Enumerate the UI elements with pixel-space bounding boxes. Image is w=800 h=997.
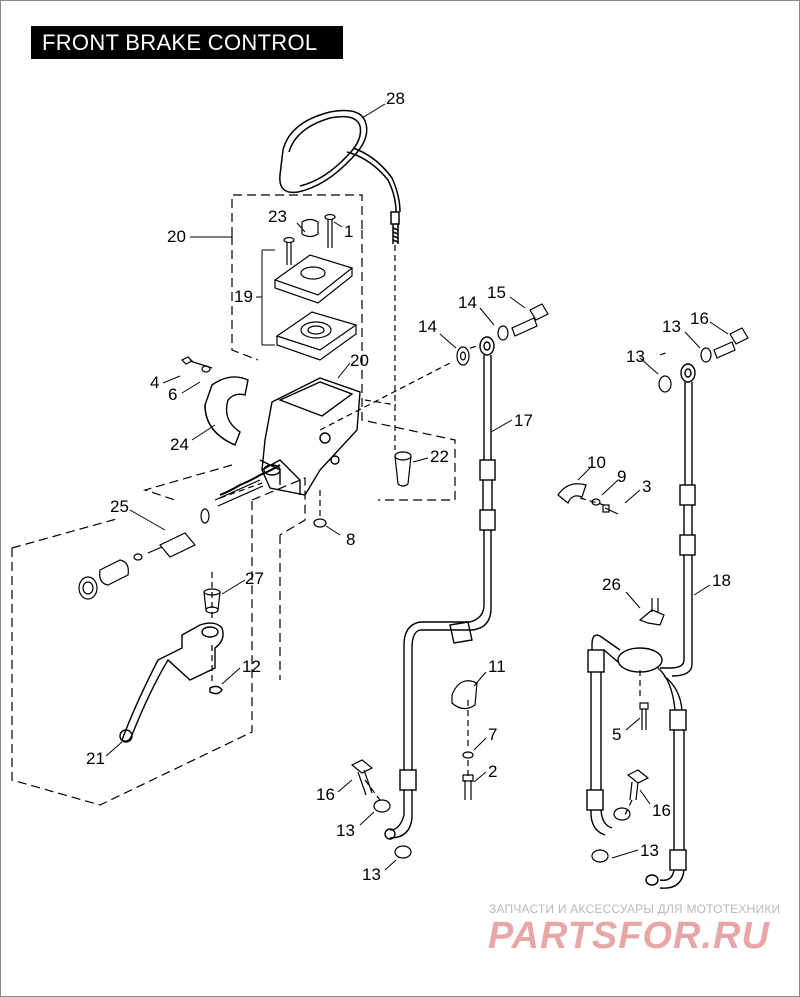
sight-glass-plug [394,451,412,487]
group-outline-25 [11,464,306,806]
line-clamp-11 [451,680,478,800]
handlebar-clamp [204,376,249,446]
callout-13-d: 13 [640,841,659,860]
callout-27: 27 [245,569,264,588]
brake-line-17 [384,336,496,840]
callout-4: 4 [150,373,159,392]
watermark-logo: PARTSFOR.RU [488,915,770,957]
callout-7: 7 [488,725,497,744]
callout-5: 5 [612,725,621,744]
callout-18: 18 [712,571,731,590]
callout-2: 2 [488,762,497,781]
callout-25: 25 [110,497,129,516]
alignment-lines [211,245,669,816]
callout-28: 28 [386,89,405,108]
clip-10 [557,483,619,515]
leader-lines [105,103,729,871]
callout-13-b: 13 [662,317,681,336]
brake-lever [119,622,224,743]
callout-22: 22 [430,447,449,466]
callout-19: 19 [234,287,253,306]
banjo-bolt-15 [456,303,549,366]
callout-20-top: 20 [167,227,186,246]
brake-line-18 [586,363,696,889]
callout-3: 3 [642,477,651,496]
callout-11: 11 [488,657,506,676]
reservoir-cover [273,254,358,361]
callout-24: 24 [170,435,189,454]
washer-8 [313,518,327,528]
callout-1: 1 [344,222,353,241]
callout-16-c: 16 [652,801,671,820]
callout-14-left: 14 [418,317,437,336]
callout-15: 15 [487,283,506,302]
master-cylinder-body [259,377,361,496]
callout-14-top: 14 [458,293,477,312]
callout-labels: 28 23 1 20 19 20 4 6 24 22 25 8 27 12 21… [86,89,731,884]
group-outline-20 [231,194,456,501]
callout-9: 9 [617,467,626,486]
banjo-bolt-16-right [591,327,749,863]
pivot-bushing [203,588,221,614]
callout-8: 8 [346,530,355,549]
callout-23: 23 [268,207,287,226]
diagram-title: FRONT BRAKE CONTROL [31,26,343,59]
callout-16-b: 16 [316,785,335,804]
callout-26: 26 [602,575,621,594]
cover-screw [283,213,336,265]
watermark-tagline: ЗАПЧАСТИ И АКСЕССУАРЫ ДЛЯ МОТОТЕХНИКИ [489,902,781,916]
bracket-26 [638,598,665,730]
callout-10: 10 [587,453,606,472]
callout-6: 6 [168,385,177,404]
callout-16-a: 16 [690,309,709,328]
clamp-screw [180,356,213,373]
callout-21: 21 [86,749,105,768]
callout-13-a: 13 [626,347,645,366]
callout-12: 12 [242,657,261,676]
banjo-bolt-16-left [350,759,412,859]
mirror [279,109,401,244]
callout-17: 17 [514,411,533,430]
callout-20-body: 20 [350,351,369,370]
piston-assembly [78,464,281,600]
callout-13-e: 13 [362,865,381,884]
callout-13-c: 13 [336,821,355,840]
